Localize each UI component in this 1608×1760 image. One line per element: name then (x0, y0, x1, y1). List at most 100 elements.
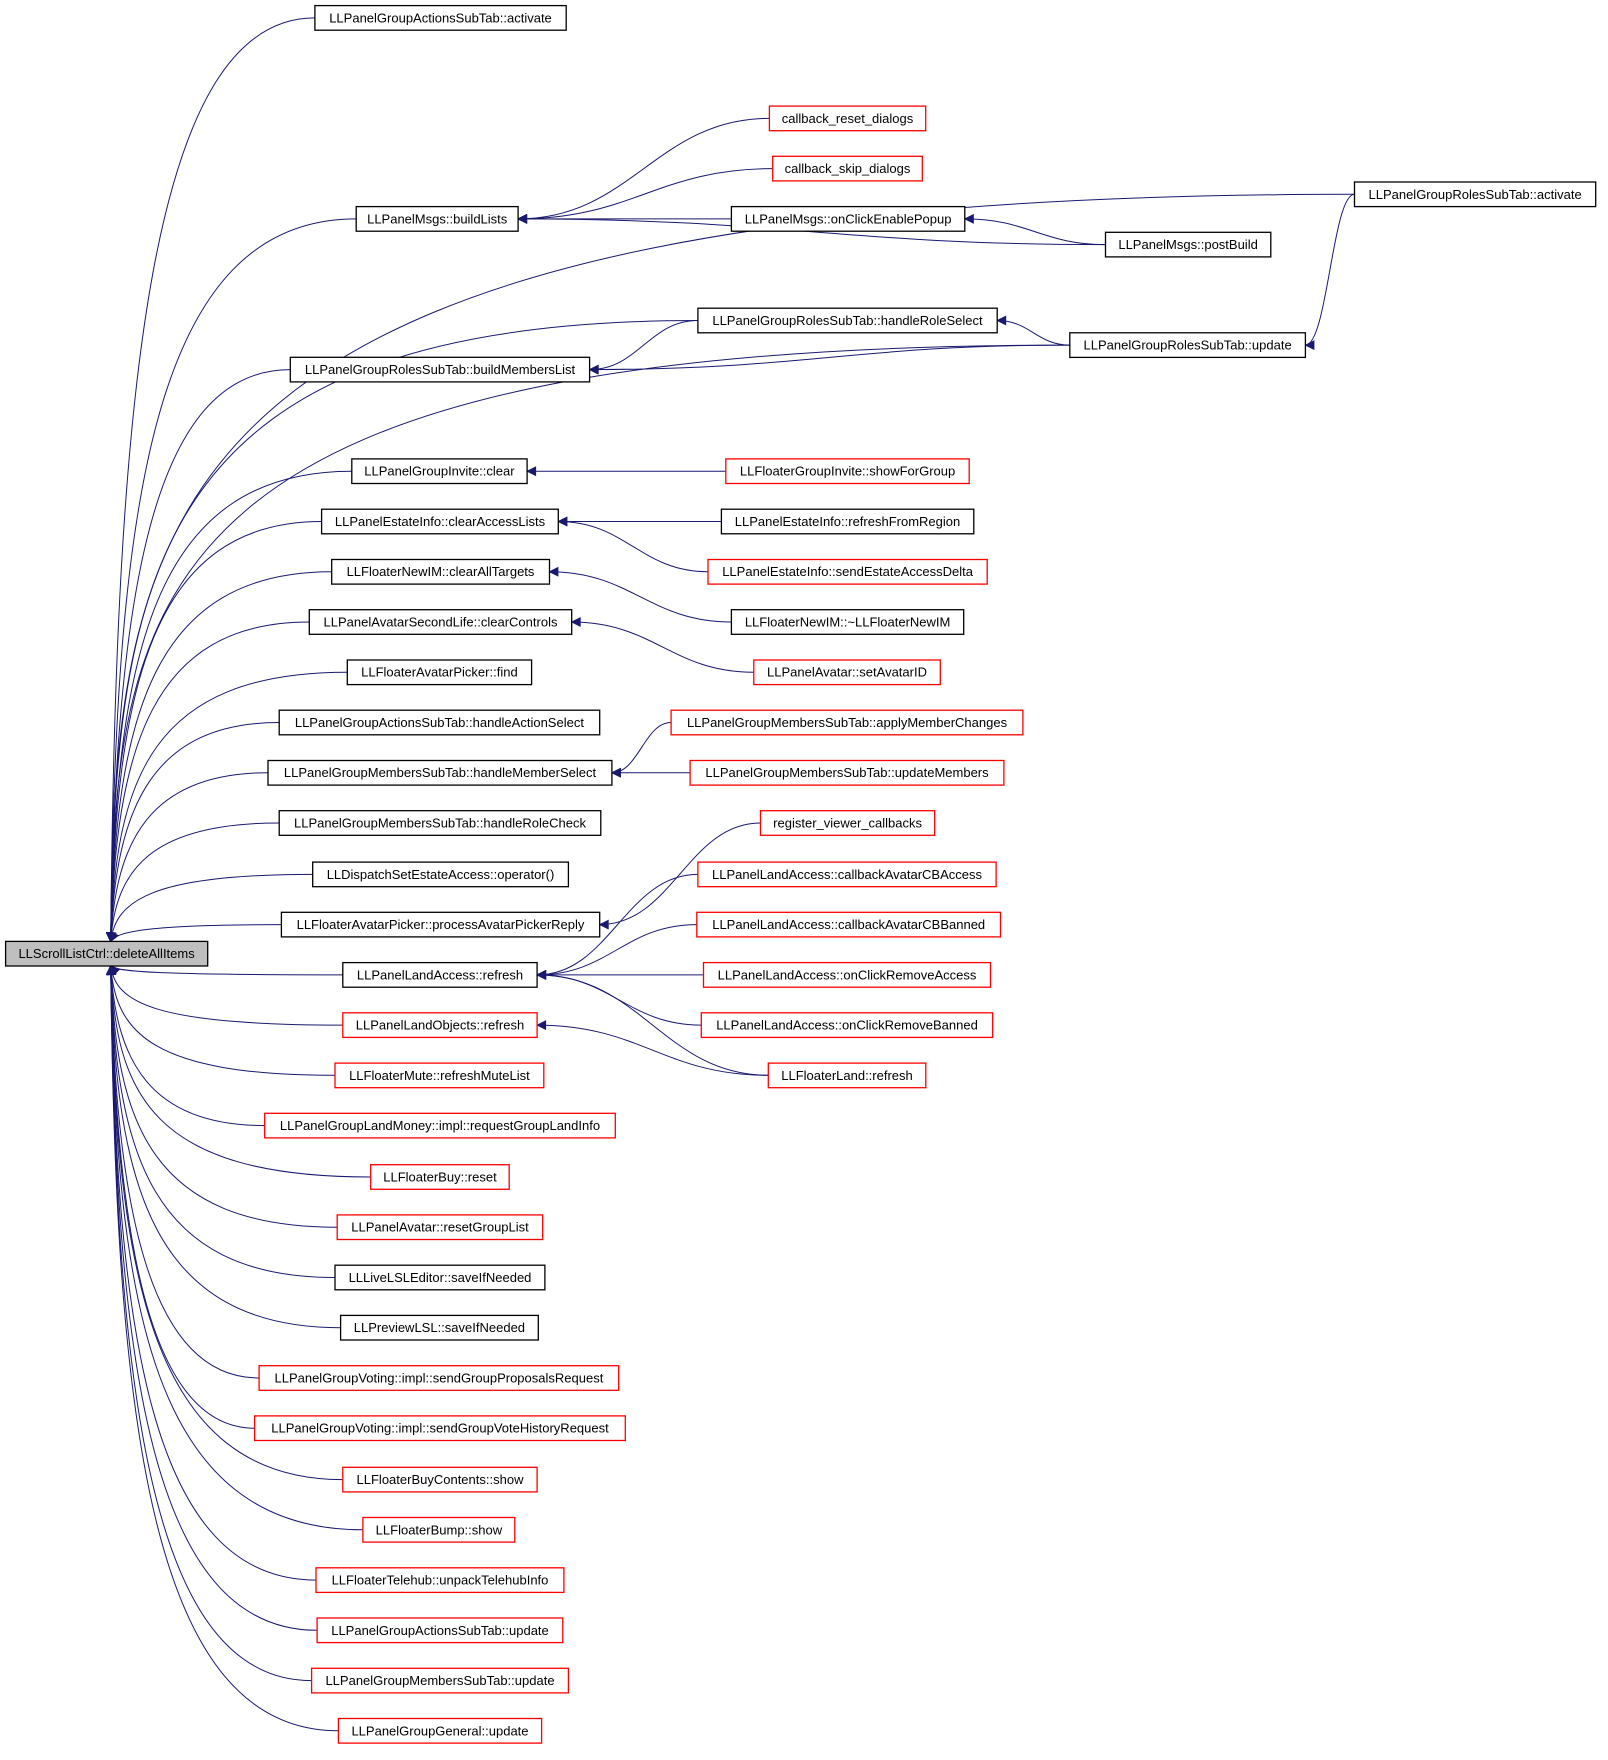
function-node[interactable]: register_viewer_callbacks (759, 810, 936, 836)
function-node[interactable]: LLPanelGroupActionsSubTab::update (316, 1617, 564, 1644)
function-node[interactable]: LLPanelGroupInvite::clear (351, 458, 528, 485)
node-label: LLPanelGroupMembersSubTab::update (325, 1673, 554, 1688)
node-label: LLPanelMsgs::onClickEnablePopup (745, 211, 952, 226)
edge-path (105, 521, 322, 943)
function-node[interactable]: LLPanelMsgs::buildLists (355, 205, 519, 232)
node-label: LLPanelGroupMembersSubTab::applyMemberCh… (687, 715, 1008, 730)
node-box (264, 1112, 616, 1139)
call-edge (517, 117, 770, 224)
function-node[interactable]: LLPanelGroupRolesSubTab::handleRoleSelec… (697, 307, 998, 334)
function-node[interactable]: LLPanelGroupActionsSubTab::activate (314, 4, 567, 31)
edge-path (107, 964, 343, 1026)
function-node[interactable]: LLPanelEstateInfo::refreshFromRegion (720, 508, 975, 535)
function-node[interactable]: LLFloaterBump::show (362, 1516, 516, 1543)
function-node[interactable]: LLFloaterAvatarPicker::processAvatarPick… (280, 911, 601, 938)
edge-path (570, 617, 754, 673)
function-node[interactable]: LLPanelLandAccess::callbackAvatarCBAcces… (697, 861, 997, 888)
edge-path (106, 964, 336, 1076)
function-node[interactable]: LLPanelGroupRolesSubTab::update (1069, 332, 1307, 359)
function-node[interactable]: LLPanelLandAccess::onClickRemoveAccess (702, 961, 992, 988)
function-node[interactable]: LLDispatchSetEstateAccess::operator() (312, 861, 570, 888)
function-node[interactable]: LLPanelAvatar::resetGroupList (336, 1214, 544, 1241)
function-node[interactable]: LLPanelGroupLandMoney::impl::requestGrou… (264, 1112, 616, 1139)
function-node[interactable]: LLPanelMsgs::onClickEnablePopup (730, 205, 966, 232)
function-node[interactable]: LLFloaterNewIM::clearAllTargets (331, 558, 551, 585)
edge-path (106, 722, 280, 943)
call-edge (536, 924, 697, 980)
node-box (720, 508, 975, 535)
function-node[interactable]: callback_reset_dialogs (768, 105, 927, 132)
function-node[interactable]: LLFloaterNewIM::~LLFloaterNewIM (730, 609, 965, 635)
function-node[interactable]: LLFloaterGroupInvite::showForGroup (725, 458, 970, 485)
function-node[interactable]: LLPanelGroupMembersSubTab::applyMemberCh… (670, 709, 1024, 736)
function-node[interactable]: LLPanelEstateInfo::clearAccessLists (320, 508, 559, 535)
node-label: LLPanelGroupRolesSubTab::activate (1368, 187, 1581, 202)
function-node[interactable]: LLPanelLandAccess::callbackAvatarCBBanne… (696, 911, 1002, 938)
function-node[interactable]: LLPreviewLSL::saveIfNeeded (339, 1314, 539, 1341)
edge-path (105, 964, 363, 1531)
function-node[interactable]: LLFloaterBuyContents::show (342, 1466, 538, 1493)
node-label: LLPanelAvatarSecondLife::clearControls (324, 615, 558, 630)
node-box (342, 1466, 538, 1493)
node-box (1104, 231, 1272, 258)
node-label: LLPanelGroupRolesSubTab::handleRoleSelec… (712, 313, 983, 328)
function-node[interactable]: LLFloaterTelehub::unpackTelehubInfo (315, 1567, 565, 1594)
edge-path (517, 117, 770, 224)
node-label: LLFloaterBuy::reset (383, 1170, 497, 1185)
edge-path (105, 964, 260, 1379)
node-box (696, 911, 1002, 938)
node-box (370, 1164, 510, 1190)
function-node[interactable]: LLPanelLandObjects::refresh (342, 1012, 538, 1039)
node-box (253, 1415, 626, 1442)
edge-path (1304, 193, 1355, 351)
node-box (278, 810, 602, 836)
function-node[interactable]: LLPanelGroupRolesSubTab::buildMembersLis… (289, 356, 591, 383)
node-box (337, 1717, 543, 1744)
node-label: LLPanelGroupMembersSubTab::updateMembers (705, 765, 989, 780)
function-node[interactable]: LLPanelGroupMembersSubTab::updateMembers (689, 759, 1005, 786)
function-node[interactable]: LLFloaterLand::refresh (767, 1062, 927, 1089)
call-edge (106, 873, 313, 943)
edge-path (105, 964, 336, 1278)
edge-path (105, 964, 338, 1228)
function-node[interactable]: LLPanelGroupVoting::impl::sendGroupPropo… (258, 1365, 620, 1391)
function-node[interactable]: LLFloaterBuy::reset (370, 1164, 510, 1190)
function-node[interactable]: LLPanelEstateInfo::sendEstateAccessDelta (707, 558, 988, 585)
node-label: LLPanelLandAccess::callbackAvatarCBAcces… (712, 867, 983, 882)
node-label: LLPanelEstateInfo::sendEstateAccessDelta (722, 564, 974, 579)
root-function-node[interactable]: LLScrollListCtrl::deleteAllItems (4, 940, 209, 967)
edge-path (106, 964, 265, 1127)
function-node[interactable]: LLLiveLSLEditor::saveIfNeeded (334, 1264, 546, 1291)
function-node[interactable]: LLPanelGroupVoting::impl::sendGroupVoteH… (253, 1415, 626, 1442)
function-node[interactable]: LLPanelGroupMembersSubTab::update (310, 1667, 570, 1694)
node-label: LLPanelGroupMembersSubTab::handleRoleChe… (294, 816, 586, 831)
function-node[interactable]: LLPanelGroupRolesSubTab::activate (1353, 181, 1597, 208)
node-box (289, 356, 591, 383)
node-layer: LLScrollListCtrl::deleteAllItemsLLPanelG… (4, 4, 1597, 1744)
function-node[interactable]: LLPanelLandAccess::refresh (342, 961, 538, 988)
node-box (767, 1062, 927, 1089)
function-node[interactable]: LLPanelGroupGeneral::update (337, 1717, 543, 1744)
function-node[interactable]: LLFloaterMute::refreshMuteList (334, 1062, 545, 1089)
node-box (342, 1012, 538, 1039)
node-box (362, 1516, 516, 1543)
node-box (315, 1567, 565, 1594)
function-node[interactable]: LLPanelAvatarSecondLife::clearControls (308, 609, 573, 635)
node-label: LLPanelMsgs::postBuild (1118, 237, 1257, 252)
edge-path (536, 924, 697, 980)
call-edge (598, 822, 761, 930)
function-node[interactable]: LLPanelGroupActionsSubTab::handleActionS… (278, 709, 601, 736)
call-edge (105, 344, 1070, 943)
call-edge (110, 965, 343, 976)
function-node[interactable]: LLPanelLandAccess::onClickRemoveBanned (700, 1012, 994, 1039)
function-node[interactable]: LLPanelAvatar::setAvatarID (753, 659, 941, 686)
node-box (336, 1214, 544, 1241)
function-node[interactable]: LLPanelMsgs::postBuild (1104, 231, 1272, 258)
function-node[interactable]: LLFloaterAvatarPicker::find (346, 659, 533, 686)
edge-path (588, 320, 698, 375)
function-node[interactable]: callback_skip_dialogs (772, 155, 923, 182)
function-node[interactable]: LLPanelGroupMembersSubTab::handleMemberS… (267, 759, 613, 786)
node-label: LLPanelGroupVoting::impl::sendGroupPropo… (274, 1371, 603, 1386)
function-node[interactable]: LLPanelGroupMembersSubTab::handleRoleChe… (278, 810, 602, 836)
